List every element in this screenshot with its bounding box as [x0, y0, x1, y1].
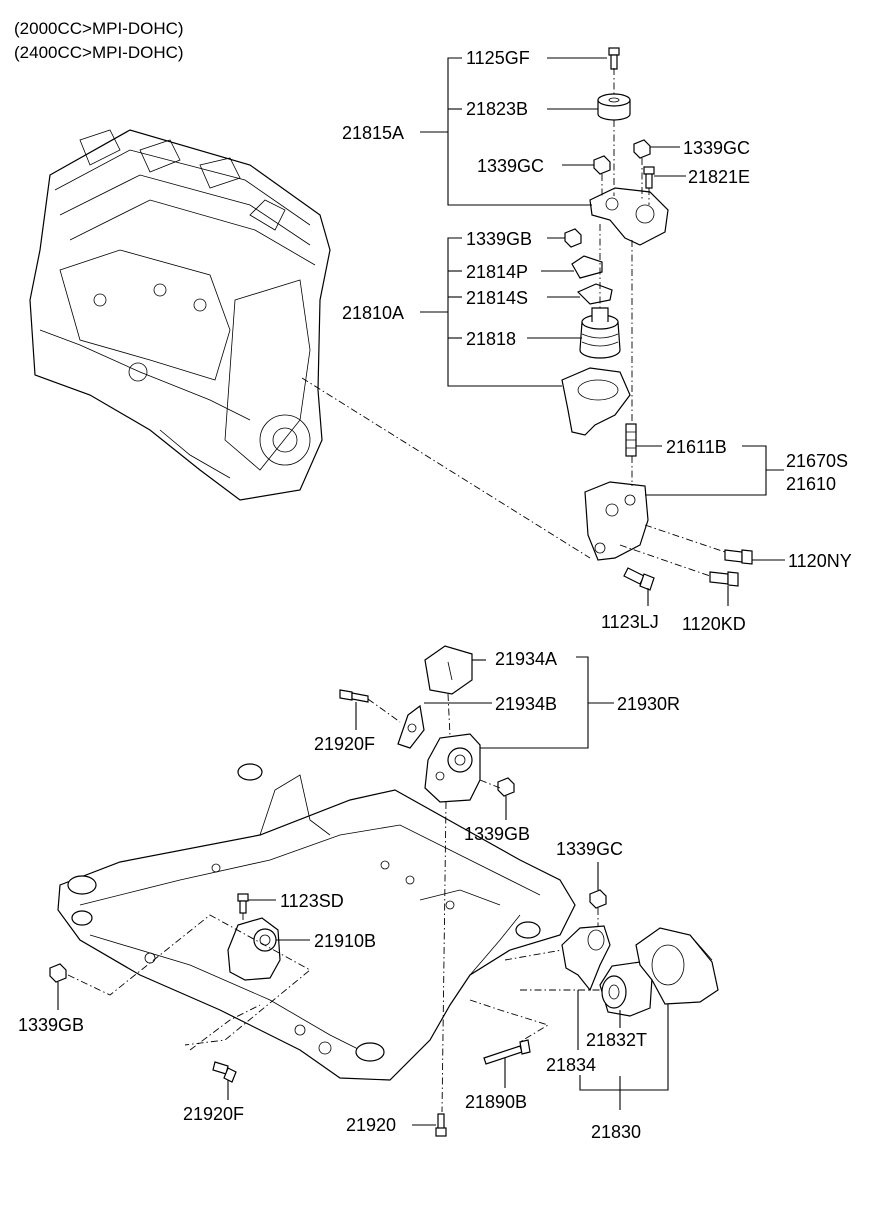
mount-21830-icon [635, 927, 719, 1005]
bolt-1120kd-icon [709, 571, 739, 587]
plate-21814s-icon [576, 283, 613, 305]
washer-21934b-icon [397, 704, 425, 749]
engine-block-illustration [29, 129, 331, 501]
header-line-1: (2000CC>MPI-DOHC) [14, 19, 184, 38]
bolt-21920f-upper-icon [339, 689, 369, 703]
stud-21611b-icon [625, 423, 637, 457]
label-1339gb-lower: 1339GB [18, 1015, 84, 1035]
label-1123lj: 1123LJ [601, 612, 659, 632]
bracket-21810a-icon [561, 367, 631, 436]
bolt-21920-icon [435, 1113, 447, 1137]
label-21670s: 21670S [786, 451, 848, 471]
label-1339gc-upper-right: 1339GC [683, 138, 750, 158]
label-1339gc-upper-left: 1339GC [477, 156, 544, 176]
label-21823b: 21823B [466, 99, 528, 119]
label-21815a: 21815A [342, 123, 404, 143]
nut-1339gb-upper-icon [564, 228, 582, 248]
label-21832t: 21832T [586, 1030, 647, 1050]
subframe-illustration [57, 763, 576, 1081]
mount-21910b-icon [227, 917, 281, 981]
lower-mount-parts [49, 645, 719, 1137]
bushing-21823b-icon [597, 93, 631, 121]
label-21934a: 21934A [495, 649, 557, 669]
label-1120kd: 1120KD [682, 614, 746, 634]
upper-mount-assembly [561, 47, 753, 591]
label-21611b: 21611B [666, 437, 727, 457]
bracket-21815a-icon [589, 187, 669, 246]
nut-1339gb-lower-icon [49, 963, 67, 983]
bracket-21834-icon [561, 925, 611, 992]
bolt-21890b-icon [483, 1039, 531, 1065]
label-1339gc-lower: 1339GC [556, 839, 623, 859]
nut-1339gb-mid-icon [497, 777, 515, 797]
bolt-1123lj-icon [623, 567, 655, 591]
label-21930r: 21930R [617, 694, 680, 714]
label-1125gf: 1125GF [466, 48, 530, 68]
mount-21930r-icon [424, 733, 481, 803]
callout-leaders [57, 57, 785, 1126]
bolt-1120ny-icon [724, 549, 753, 565]
header-line-2: (2400CC>MPI-DOHC) [14, 43, 184, 62]
nut-1339gc-right-icon [633, 139, 651, 159]
label-21920f-lower: 21920F [183, 1104, 244, 1124]
nut-1339gc-left-icon [593, 155, 611, 175]
label-21934b: 21934B [495, 694, 557, 714]
bracket-21610-icon [584, 481, 649, 561]
bolt-1125gf-icon [608, 47, 620, 70]
label-21821e: 21821E [688, 167, 750, 187]
lower-guide-lines [67, 693, 600, 1113]
label-21910b: 21910B [314, 931, 376, 951]
label-1120ny: 1120NY [788, 551, 852, 571]
label-21890b: 21890B [465, 1092, 527, 1112]
label-1123sd: 1123SD [280, 891, 344, 911]
label-21830: 21830 [591, 1122, 641, 1142]
insulator-21818-icon [579, 307, 621, 359]
upper-guide-lines [301, 68, 726, 577]
label-21814s: 21814S [466, 288, 528, 308]
label-21818: 21818 [466, 329, 516, 349]
cover-21934a-icon [424, 645, 473, 695]
bolt-1123sd-icon [237, 893, 249, 914]
bushing-21832t-icon [599, 961, 653, 1017]
nut-1339gc-lower-icon [589, 889, 607, 909]
label-1339gb-mid: 1339GB [464, 824, 530, 844]
label-21834: 21834 [546, 1055, 596, 1075]
part-labels: 1125GF 21823B 21815A 1339GC 1339GC 21821… [18, 48, 852, 1142]
label-21814p: 21814P [466, 262, 528, 282]
label-21920: 21920 [346, 1115, 396, 1135]
label-21610: 21610 [786, 474, 836, 494]
stopper-21814p-icon [571, 255, 603, 279]
label-21920f-upper: 21920F [314, 734, 375, 754]
bolt-21821e-icon [643, 166, 655, 189]
label-1339gb-upper: 1339GB [466, 229, 532, 249]
label-21810a: 21810A [342, 303, 404, 323]
bolt-21920f-lower-icon [212, 1061, 237, 1083]
